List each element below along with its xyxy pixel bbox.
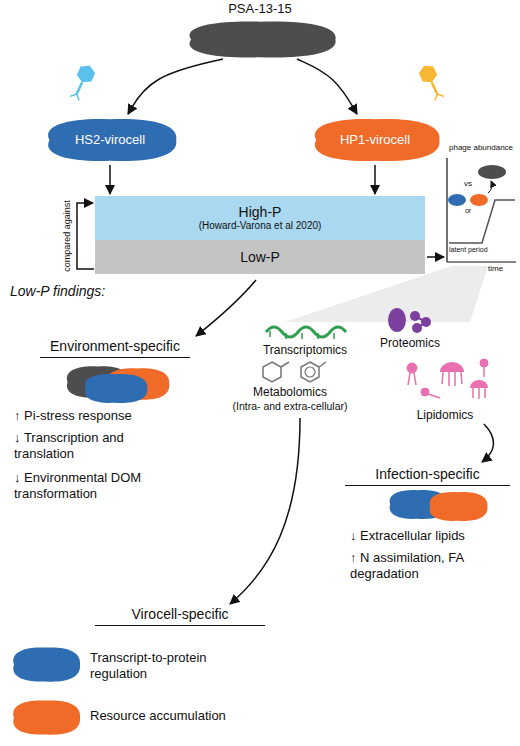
transcript-icon [266,327,346,339]
node-title: High-P [239,204,282,220]
finding-text: ↑ N assimilation, FA degradation [350,550,510,581]
flow-arrow [427,256,444,258]
cell-blobs [390,490,488,521]
lipid-icon [440,362,464,372]
finding-text: ↓ Environmental DOM transformation [14,470,189,501]
omics-label: Lipidomics [405,408,485,422]
node-title: Low-P [240,249,280,265]
phage-icon [417,62,439,85]
flow-arrow [374,165,376,194]
virocell-blob-fill [315,119,440,161]
cell-blobs [85,374,147,403]
lipid-icon [428,394,440,398]
phage-icon [67,62,97,101]
node-note: (Howard-Varona et al 2020) [199,220,322,232]
virocell-blob [13,647,80,681]
omics-label: Metabolomics [235,385,345,399]
cell-blobs [430,492,488,521]
metabolite-icon [319,362,326,367]
phage-icon [77,82,82,94]
flow-arrow [230,418,300,604]
virocell-blob: HP1-virocell [305,116,445,164]
finding-text: ↓ Transcription and translation [14,430,174,461]
cell-blobs [67,366,169,403]
flow-arrow [128,59,223,114]
phage-icon [432,82,437,94]
focus-fan [285,266,488,322]
flow-arrow [297,59,357,114]
virocell-blob: HS2-virocell [38,116,182,164]
growth-chart [447,261,516,262]
lipid-icon [421,388,429,396]
metabolite-icon [263,362,281,382]
flow-arrow [196,280,256,336]
chart-note: vs [460,179,476,189]
growth-chart [447,158,516,262]
host-blob: PSA-13-15 [178,2,342,60]
finding-text: Transcript-to-protein regulation [90,650,265,681]
phage-icon [70,92,81,101]
lipid-icon [473,388,485,399]
growth-chart [448,194,466,206]
metabolite-icon [301,362,319,382]
transcript-icon [270,331,334,339]
phage-icon [75,62,97,85]
axis-label: phage abundance [449,143,519,153]
growth-chart [488,181,492,193]
growth-chart [470,194,488,206]
node-title: HS2-virocell [75,133,145,148]
host-blob-fill [190,22,336,58]
condition-box: High-P(Howard-Varona et al 2020) [95,196,425,240]
host-blob-shape [178,19,342,60]
section-heading: Infection-specific [345,466,510,486]
virocell-blob [13,700,80,734]
metabolite-icon [281,362,289,367]
growth-chart [449,200,515,243]
metabolite-icon [305,367,315,377]
protein-icon [388,308,431,333]
chart-note: or [461,207,475,215]
lipid-icon [408,373,416,385]
finding-text: ↓ Extracellular lipids [350,528,515,544]
omics-label: Proteomics [370,336,450,350]
node-title: HP1-virocell [340,133,410,148]
lipid-icon [470,380,488,388]
lipid-icon [483,367,485,377]
omics-label: (Intra- and extra-cellular) [215,400,365,413]
growth-chart [446,158,447,262]
omics-label: Transcriptomics [250,343,360,357]
phage-icon [433,92,444,101]
lipid-icon [407,363,417,373]
section-note: Low-P findings: [10,283,140,300]
edge-label: compared against [63,198,73,274]
protein-icon [415,316,426,328]
lipid-icon [480,359,488,367]
flow-arrow [109,165,111,194]
chart-note: latent period [449,246,489,254]
protein-icon [388,308,406,332]
flow-arrow [482,424,494,462]
lipid-icon [442,372,462,386]
metabolite-icon [263,362,326,382]
growth-chart [478,165,506,179]
finding-text: ↑ Pi-stress response [14,408,194,424]
virocell-blob-fill [48,119,176,161]
condition-box: Low-P [95,240,425,274]
section-heading: Virocell-specific [95,606,265,626]
finding-text: Resource accumulation [90,708,280,724]
lipid-icon [407,359,488,399]
node-title: PSA-13-15 [228,2,292,17]
section-heading: Environment-specific [40,338,190,358]
phage-icon [417,62,447,101]
flow-arrow [77,203,94,269]
axis-label: time [488,264,516,274]
